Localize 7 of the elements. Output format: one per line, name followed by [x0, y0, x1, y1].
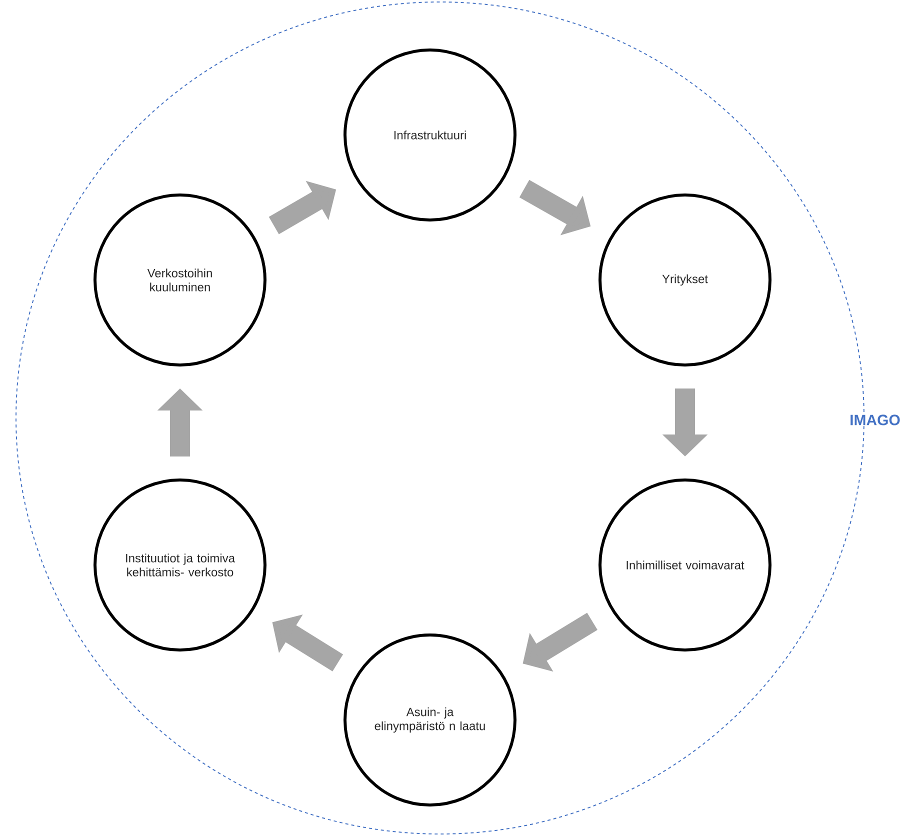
- circle-node: Infrastruktuuri: [344, 48, 516, 222]
- circle-node: Inhimilliset voimavarat: [598, 478, 772, 652]
- side-label: IMAGO: [850, 414, 900, 426]
- circle-node: Instituutiot ja toimiva kehittämis- verkosto: [94, 478, 266, 652]
- circle-node: Verkostoihin kuuluminen: [94, 194, 266, 366]
- circle-node: Yritykset: [598, 194, 772, 366]
- circle-node: Asuin- ja elinympäristö n laatu: [344, 634, 516, 806]
